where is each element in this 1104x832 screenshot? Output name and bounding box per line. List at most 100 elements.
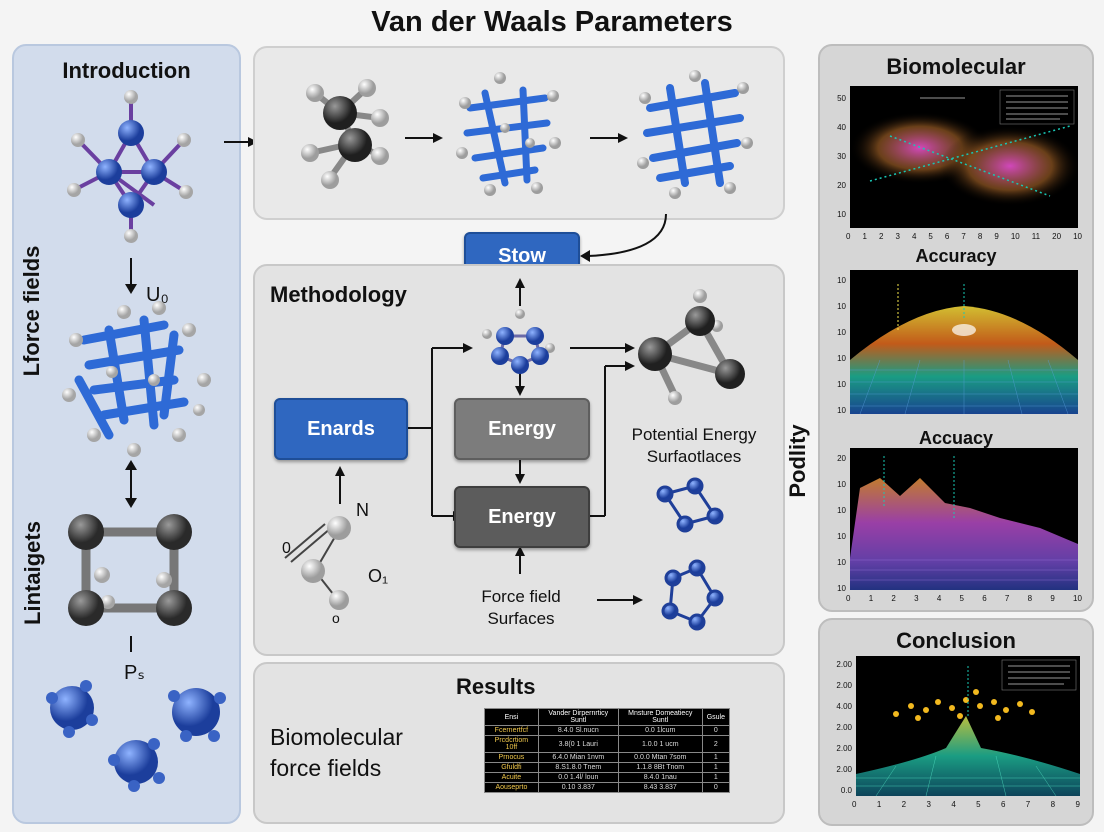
x-tick: 5 (959, 594, 964, 603)
surface-plot-4 (856, 656, 1080, 797)
ring-molecule-icon (67, 90, 193, 243)
y-tick: 10 (837, 480, 846, 489)
table-cell: 0.0 1lcum (617, 725, 703, 736)
protein-large-icon (637, 70, 753, 199)
x-tick: 20 (1052, 232, 1062, 241)
accuacy-title: Accuacy (918, 428, 994, 448)
y-tick: 10 (837, 506, 846, 515)
y-tick: 40 (837, 123, 846, 132)
small-ring-molecule-icon (482, 309, 555, 374)
table-cell: 1.1.8 8Bt Tnom (617, 762, 703, 773)
table-cell: Prnocus (484, 752, 539, 763)
table-cell: 1 (701, 752, 731, 763)
x-tick: 7 (1025, 800, 1031, 809)
x-tick: 9 (1075, 800, 1080, 809)
table-cell: 8.43 3.837 (617, 782, 703, 793)
y-tick: 2.00 (836, 660, 852, 669)
x-tick: 1 (868, 594, 874, 603)
x-tick: 6 (982, 594, 987, 603)
x-tick: 10 (1073, 232, 1082, 241)
table-row: Prnocus 6.4.0 Mian 1nvm 0.0.0 Mtan 7som … (484, 752, 731, 763)
results-table: Ensi Vander Dirpernrticy Suntl Mnsture D… (484, 708, 731, 793)
label-ps: Pₛ (124, 662, 145, 684)
table-cell: 8.4.0 1nau (617, 772, 703, 783)
double-arrow-icon (125, 460, 137, 508)
x-tick: 7 (961, 232, 966, 241)
table-cell: Acuite (484, 772, 539, 783)
atom-n-label: N (356, 500, 369, 520)
energy-bottom-box[interactable]: Energy (454, 486, 590, 548)
force-field-label: Force field Surfaces (481, 587, 561, 628)
y-tick: 0.0 (840, 786, 852, 795)
table-row: Gfuldfi 8.S1.8.0 Tnem 1.1.8 8Bt Tnom 1 (484, 762, 731, 773)
introduction-heading: Introduction (62, 58, 191, 83)
surface-plot-3 (850, 448, 1078, 590)
x-tick: 1 (876, 800, 882, 809)
vertical-label-podlity: Podlity (785, 424, 810, 498)
y-tick: 2.00 (836, 681, 852, 690)
y-tick: 50 (837, 94, 846, 103)
conclusion-heading: Conclusion (896, 628, 1016, 653)
table-row: Fcernertfcf 8.4.0 Sl.nucn 0.0 1lcum 0 (484, 725, 731, 736)
x-tick: 2 (891, 594, 896, 603)
molecule-sequence-art (301, 70, 753, 199)
carbonyl-molecule-icon (284, 516, 351, 610)
plot3-xaxis: 0 1 2 3 4 5 6 7 8 9 10 (846, 594, 1082, 603)
results-heading: Results (456, 674, 536, 699)
potential-energy-label: Potential Energy Surfaotlaces (631, 425, 757, 466)
blue-pentagon-molecule-icon (661, 559, 724, 631)
table-cell: Prcdcrtiom 10ff (484, 735, 539, 753)
x-tick: 2 (901, 800, 907, 809)
page-title: Van der Waals Parameters (371, 6, 733, 38)
table-header: Ensi (484, 708, 539, 726)
x-tick: 0 (852, 800, 857, 809)
table-cell: 2 (701, 735, 731, 753)
y-tick: 10 (837, 380, 846, 389)
biomolecular-heading: Biomolecular (886, 54, 1026, 79)
x-tick: 0 (846, 232, 851, 241)
x-tick: 6 (1000, 800, 1006, 809)
plot1-xaxis: 0 1 2 3 4 5 6 7 8 9 10 11 20 10 (846, 232, 1082, 241)
plot3-yaxis: 20 10 10 10 10 10 (830, 446, 846, 602)
x-tick: 5 (928, 232, 933, 241)
y-tick: 10 (837, 354, 846, 363)
x-tick: 11 (1031, 232, 1041, 241)
table-cell: Gfuldfi (484, 762, 539, 773)
y-tick: 10 (837, 328, 846, 337)
table-header: Vander Dirpernrticy Suntl (537, 708, 619, 726)
table-cell: 1 (701, 772, 731, 783)
left-molecule-art (46, 90, 226, 792)
x-tick: 4 (911, 232, 917, 241)
table-cell: 3.8(0 1 Lauri (537, 735, 619, 753)
y-tick: 20 (837, 181, 846, 190)
methodology-flow-art (284, 278, 745, 631)
x-tick: 9 (994, 232, 999, 241)
table-header: Mnsture Domeatiecy Suntl (617, 708, 703, 726)
protein-small-icon (456, 72, 561, 196)
y-tick: 20 (837, 454, 846, 463)
arrow-right-icon (590, 133, 628, 143)
table-cell: 8.S1.8.0 Tnem (537, 762, 619, 773)
methodology-heading: Methodology (270, 282, 407, 307)
enards-button[interactable]: Enards (274, 398, 408, 460)
x-tick: 3 (914, 594, 919, 603)
x-tick: 8 (977, 232, 983, 241)
x-tick: 3 (895, 232, 900, 241)
x-tick: 4 (936, 594, 942, 603)
atom-o-label: 0 (282, 540, 291, 557)
x-tick: 4 (951, 800, 956, 809)
energy-top-box[interactable]: Energy (454, 398, 590, 460)
surface-plot-2 (850, 270, 1078, 415)
y-tick: 4.00 (836, 702, 852, 711)
plot1-yaxis: 50 40 30 20 10 (830, 84, 846, 229)
ethane-molecule-icon (301, 79, 389, 189)
y-tick: 10 (837, 584, 846, 593)
x-tick: 10 (1073, 594, 1082, 603)
table-cell: 6.4.0 Mian 1nvm (537, 752, 619, 763)
table-cell: 0 (701, 725, 731, 736)
accuracy-title: Accuracy (915, 246, 997, 266)
y-tick: 10 (837, 406, 846, 415)
table-header: Gsule (701, 708, 731, 726)
plot4-yaxis: 2.00 2.00 4.00 2.00 2.00 2.00 0.0 (834, 654, 852, 801)
table-cell: 0 (701, 782, 731, 793)
